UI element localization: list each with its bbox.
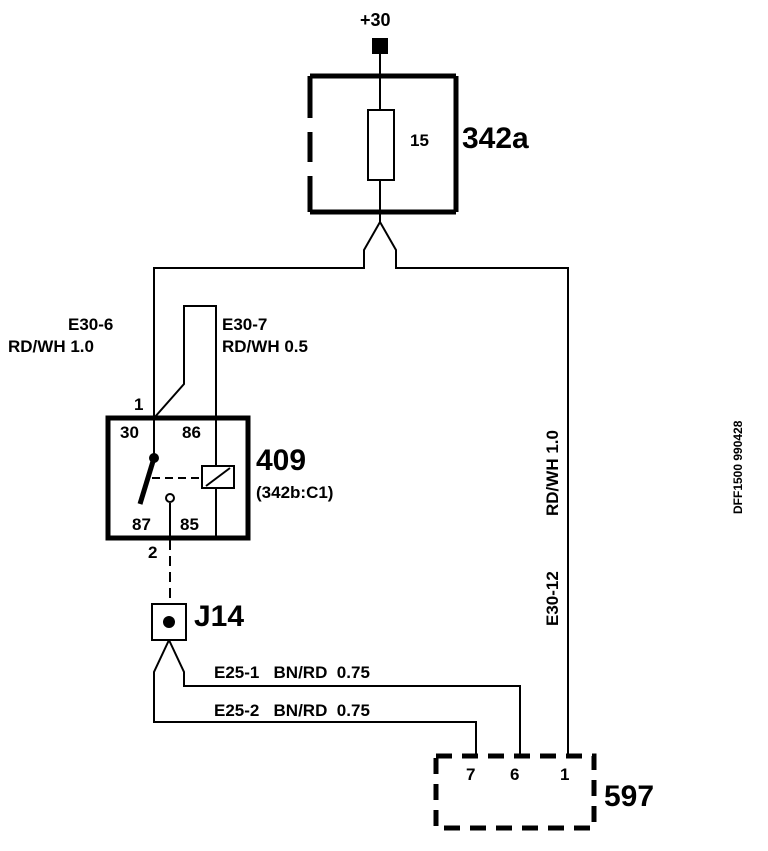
connector-pin-7: 7 [466,765,475,784]
supply-terminal [372,38,388,54]
wire-e30-12-label-group: E30-12 RD/WH 1.0 [543,430,562,626]
fuse-output-wiring [153,219,569,754]
doc-code: DFF1500 990428 [731,420,745,514]
wire-e25-1 [168,639,521,754]
relay-box [105,415,251,541]
wire-e30-7-id: E30-7 [222,315,267,334]
relay-switch-arm [137,457,157,505]
connector-597-box [433,753,597,831]
supply-label: +30 [360,10,391,30]
wire-e30-6-id: E30-6 [68,315,113,334]
relay-coil-slash [205,467,231,487]
relay-contact-87 [165,493,175,503]
relay-pin-86: 86 [182,423,201,442]
wire-e30-12-id: E30-12 [543,571,562,626]
connector-pin-1: 1 [560,765,569,784]
relay-id: 409 [256,444,306,477]
relay-ref: (342b:C1) [256,483,333,502]
wire-e25-1-label: E25-1 BN/RD 0.75 [214,663,370,682]
fuse-element [367,109,395,181]
relay-pin-30: 30 [120,423,139,442]
fuse-box [307,73,459,215]
doc-code-group: DFF1500 990428 [731,420,745,514]
relay-pin-87: 87 [132,515,151,534]
wire-e30-12-spec: RD/WH 1.0 [543,430,562,516]
fuse-rating: 15 [410,131,429,150]
wire-e25-2-label: E25-2 BN/RD 0.75 [214,701,370,720]
splice-id: J14 [194,600,244,633]
relay-switch-pivot [149,453,159,463]
wire-e25-2 [153,639,477,754]
connector-pin-6: 6 [510,765,519,784]
relay-pin-85: 85 [180,515,199,534]
fuse-id: 342a [462,122,529,155]
relay-pin-left: 1 [134,395,143,414]
wire-e30-7-spec: RD/WH 0.5 [222,337,308,356]
wire-e30-6-spec: RD/WH 1.0 [8,337,94,356]
connector-id: 597 [604,780,654,813]
relay-pin-bottom: 2 [148,543,157,562]
wire-e30-7 [153,305,217,538]
splice-j14-dot [163,616,175,628]
